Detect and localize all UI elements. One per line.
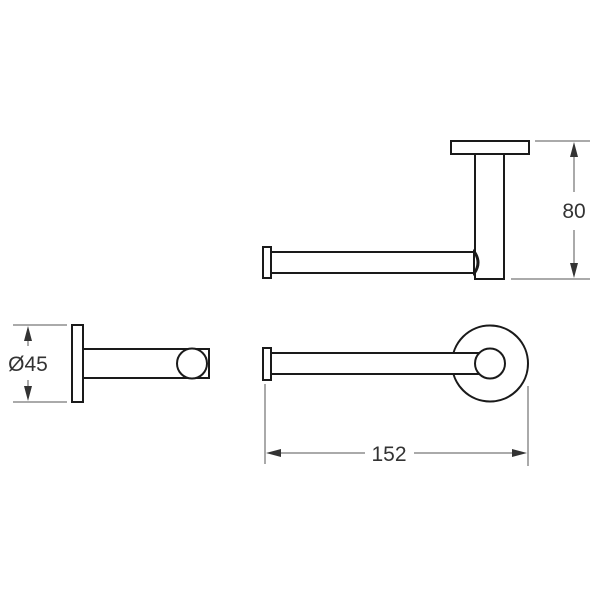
top-view	[262, 140, 530, 280]
diameter-dimension-label: Ø45	[8, 353, 48, 376]
length-dimension: 152	[264, 384, 529, 466]
height-dimension-label: 80	[562, 200, 585, 223]
arrow-left-icon	[266, 449, 281, 457]
arrow-right-icon	[512, 449, 527, 457]
front-view-post-circle	[474, 347, 506, 380]
side-view	[71, 324, 210, 403]
side-view-wall-flange	[71, 324, 84, 403]
arrow-down-icon	[24, 386, 32, 401]
top-view-post	[474, 153, 505, 280]
top-view-arm	[269, 251, 476, 274]
arrow-up-icon	[570, 142, 578, 157]
front-view	[262, 324, 529, 403]
top-view-wall-flange	[450, 140, 530, 155]
side-view-end-circle	[176, 347, 208, 380]
arrow-down-icon	[570, 263, 578, 278]
front-view-arm	[269, 352, 486, 375]
top-view-end-cap	[262, 246, 272, 279]
height-dimension: 80	[511, 140, 590, 280]
diameter-dimension: Ø45	[8, 324, 67, 403]
arrow-up-icon	[24, 326, 32, 341]
length-dimension-label: 152	[371, 443, 406, 466]
front-view-end-cap	[262, 347, 272, 381]
